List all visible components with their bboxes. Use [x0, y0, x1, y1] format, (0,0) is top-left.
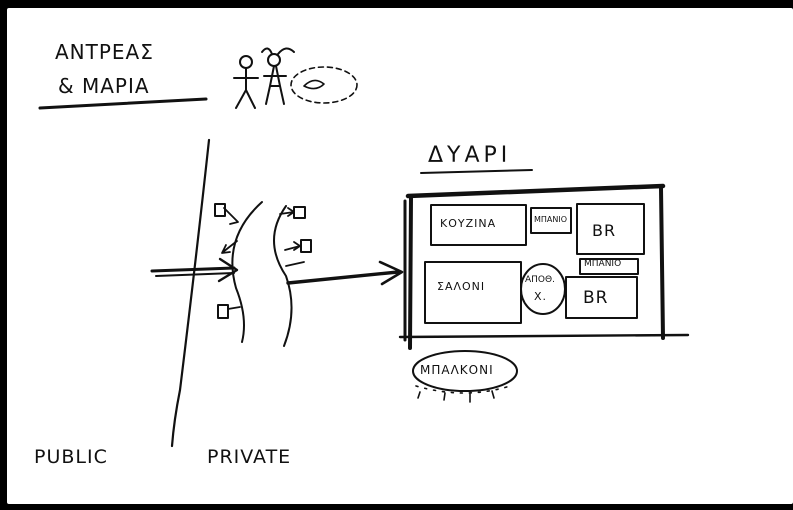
private-label: PRIVATE	[207, 446, 292, 468]
room-kitchen	[430, 204, 527, 246]
balcony	[412, 350, 518, 403]
balcony-label: ΜΠΑΛΚΟΝΙ	[420, 363, 494, 377]
entry-arrow-icon	[150, 257, 239, 283]
living-label: ΣΑΛΟΝΙ	[437, 280, 486, 293]
kitchen-label: ΚΟΥΖΙΝΑ	[440, 217, 497, 230]
plan-title-underline	[420, 169, 533, 174]
room-bedroom-top	[576, 203, 645, 255]
storage-label-1: ΑΠΟΘ.	[525, 275, 555, 285]
names-line-2: & ΜΑΡΙΑ	[58, 74, 150, 98]
room-bath-mid	[579, 258, 639, 275]
room-bedroom-bottom	[565, 276, 638, 319]
storage-label-2: Χ.	[534, 290, 548, 303]
names-line-1: ΑΝΤΡΕΑΣ	[55, 40, 154, 64]
stick-figures-icon	[233, 47, 358, 109]
room-storage	[520, 263, 566, 315]
bedroom-top-label: BR	[592, 221, 617, 240]
names-underline	[38, 97, 208, 110]
corridor-line-left	[231, 201, 263, 343]
plan-title: ΔΥΑΡΙ	[428, 143, 512, 168]
bedroom-bottom-label: BR	[583, 288, 609, 308]
bath-mid-label: ΜΠΑΝΙΟ	[584, 259, 622, 269]
entry-markers-icon	[214, 203, 312, 319]
bath-top-label: ΜΠΑΝΙΟ	[534, 215, 568, 224]
corridor-line-right	[273, 205, 293, 347]
to-apartment-arrow-icon	[286, 260, 404, 286]
public-label: PUBLIC	[34, 446, 108, 468]
public-private-boundary	[170, 138, 211, 448]
room-bath-top	[530, 207, 572, 234]
apartment-plan	[398, 183, 690, 350]
